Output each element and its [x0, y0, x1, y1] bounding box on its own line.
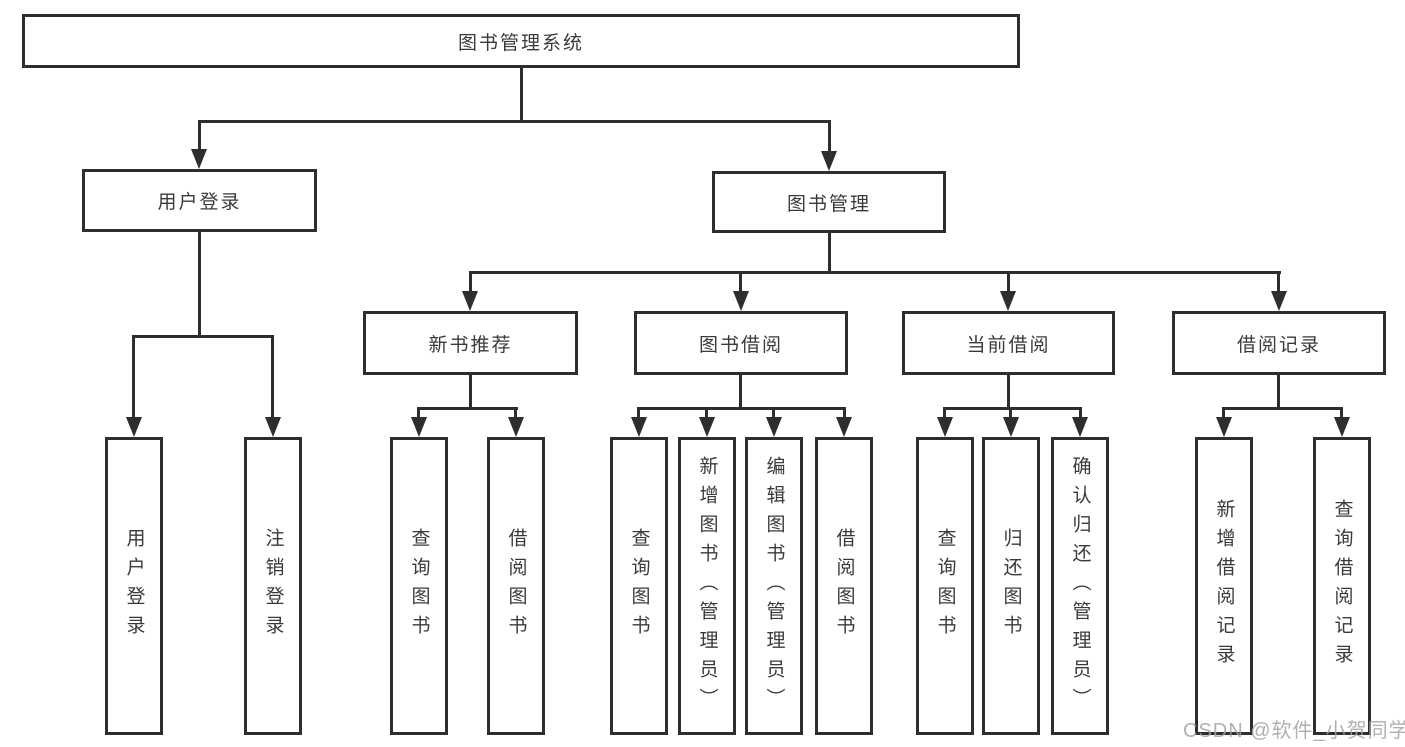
leaf-query-borrow-record: 查询借阅记录: [1313, 437, 1371, 735]
leaf-label: 查询借阅记录: [1331, 499, 1353, 673]
arrow-down-icon: [733, 291, 749, 311]
node-root: 图书管理系统: [22, 14, 1020, 68]
edge-group-rail: [637, 407, 846, 410]
arrow-down-icon: [126, 417, 142, 437]
edge-to-leaf: [943, 407, 946, 419]
leaf-label: 注销登录: [262, 528, 284, 644]
arrow-down-icon: [508, 417, 524, 437]
arrow-down-icon: [937, 417, 953, 437]
node-new-book-recommend: 新书推荐: [363, 311, 578, 375]
leaf-query-books-2: 查询图书: [610, 437, 668, 735]
arrow-down-icon: [1334, 417, 1350, 437]
edge-to-leaf: [271, 335, 274, 417]
edge-group-stem: [469, 375, 472, 410]
edge-group-stem: [1007, 375, 1010, 410]
arrow-down-icon: [1003, 417, 1019, 437]
leaf-logout: 注销登录: [244, 437, 302, 735]
csdn-watermark: CSDN @软件_小贺同学: [1183, 720, 1405, 742]
edge-root-stem: [520, 68, 523, 120]
leaf-label: 编辑图书（管理员）: [763, 455, 785, 717]
leaf-label: 归还图书: [1000, 528, 1022, 644]
edge-level3-rail: [469, 271, 1281, 274]
edge-to-borrow-records: [1277, 271, 1280, 291]
edge-book-mgmt-stem: [828, 233, 831, 273]
node-book-management-label: 图书管理: [786, 193, 871, 215]
edge-group-rail: [417, 407, 518, 410]
leaf-query-books-1: 查询图书: [390, 437, 448, 735]
leaf-add-borrow-record: 新增借阅记录: [1195, 437, 1253, 735]
node-root-label: 图书管理系统: [457, 32, 584, 54]
edge-group-stem: [1277, 375, 1280, 410]
leaf-label: 借阅图书: [505, 528, 527, 644]
arrow-down-icon: [1271, 291, 1287, 311]
edge-to-user-login: [198, 120, 201, 149]
node-book-management: 图书管理: [712, 171, 946, 233]
node-book-borrowing: 图书借阅: [634, 311, 848, 375]
leaf-query-books-3: 查询图书: [916, 437, 974, 735]
arrow-down-icon: [265, 417, 281, 437]
arrow-down-icon: [821, 151, 837, 171]
edge-to-book-mgmt: [828, 120, 831, 151]
edge-to-leaf: [705, 407, 708, 419]
edge-group-rail: [1222, 407, 1343, 410]
arrow-down-icon: [631, 417, 647, 437]
edge-level2-rail: [198, 120, 831, 123]
arrow-down-icon: [191, 149, 207, 169]
edge-to-leaf: [843, 407, 846, 419]
leaf-borrow-books-2: 借阅图书: [815, 437, 873, 735]
edge-group-rail: [943, 407, 1082, 410]
edge-to-leaf: [417, 407, 420, 419]
edge-to-new-books: [469, 271, 472, 291]
edge-to-leaf: [772, 407, 775, 419]
leaf-label: 查询图书: [408, 528, 430, 644]
edge-group-stem: [739, 375, 742, 410]
arrow-down-icon: [836, 417, 852, 437]
leaf-label: 借阅图书: [833, 528, 855, 644]
node-current-borrowing: 当前借阅: [902, 311, 1115, 375]
leaf-add-books-admin: 新增图书（管理员）: [678, 437, 736, 735]
node-borrowing-records-label: 借阅记录: [1236, 334, 1321, 356]
arrow-down-icon: [766, 417, 782, 437]
edge-to-leaf: [1079, 407, 1082, 419]
leaf-return-books: 归还图书: [982, 437, 1040, 735]
node-user-login-label: 用户登录: [157, 192, 242, 213]
edge-user-login-rail: [132, 335, 274, 338]
node-new-book-recommend-label: 新书推荐: [428, 334, 513, 356]
leaf-borrow-books-1: 借阅图书: [487, 437, 545, 735]
arrow-down-icon: [1000, 291, 1016, 311]
leaf-label: 确认归还（管理员）: [1069, 455, 1091, 717]
leaf-confirm-return-admin: 确认归还（管理员）: [1051, 437, 1109, 735]
edge-to-book-borrow: [739, 271, 742, 291]
node-current-borrowing-label: 当前借阅: [966, 334, 1051, 356]
edge-to-leaf: [1222, 407, 1225, 419]
leaf-user-login: 用户登录: [105, 437, 163, 735]
arrow-down-icon: [411, 417, 427, 437]
arrow-down-icon: [1216, 417, 1232, 437]
arrow-down-icon: [462, 291, 478, 311]
leaf-label: 查询图书: [934, 528, 956, 644]
leaf-edit-books-admin: 编辑图书（管理员）: [745, 437, 803, 735]
edge-to-leaf: [637, 407, 640, 419]
leaf-label: 新增借阅记录: [1213, 499, 1235, 673]
edge-to-leaf: [132, 335, 135, 417]
leaf-label: 查询图书: [628, 528, 650, 644]
edge-to-leaf: [514, 407, 517, 419]
node-user-login: 用户登录: [82, 169, 317, 232]
edge-to-leaf: [1340, 407, 1343, 419]
arrow-down-icon: [699, 417, 715, 437]
node-book-borrowing-label: 图书借阅: [698, 334, 783, 356]
arrow-down-icon: [1072, 417, 1088, 437]
edge-to-current-borrow: [1007, 271, 1010, 291]
edge-user-login-stem: [198, 232, 201, 337]
leaf-label: 用户登录: [123, 528, 145, 644]
leaf-label: 新增图书（管理员）: [696, 455, 718, 717]
node-borrowing-records: 借阅记录: [1172, 311, 1386, 375]
edge-to-leaf: [1009, 407, 1012, 419]
